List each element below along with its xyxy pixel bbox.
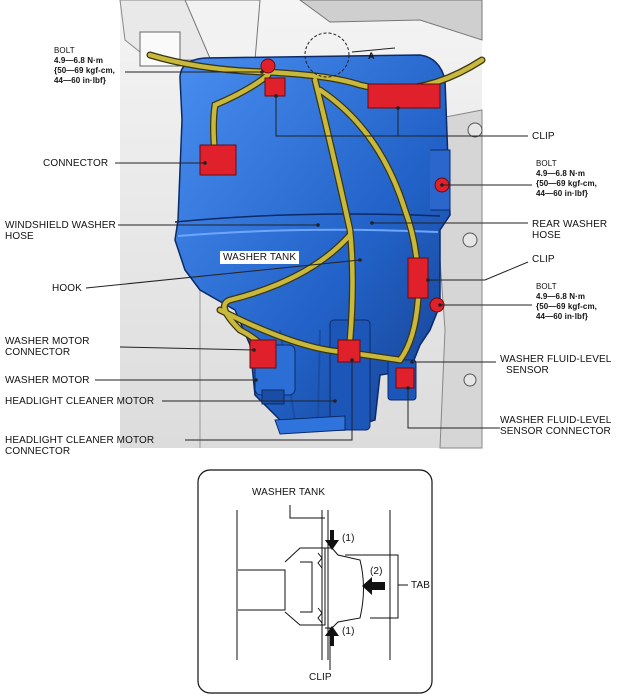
windshield-hose-line1: WINDSHIELD WASHER [5,220,116,231]
hook-label: HOOK [52,283,82,294]
fluid-sensor-connector-line2: SENSOR CONNECTOR [500,426,611,437]
harness-to-connector [211,72,271,158]
view-a-leader [351,47,396,53]
rear-hose-line2: HOSE [532,230,561,241]
arrow-1-top [325,530,339,550]
bolt-1-head [260,58,276,74]
bolt1-torque-kgf: {50—69 kgf-cm, [54,66,115,75]
body-bolt-3 [463,373,477,387]
bolt3-label-group: BOLT 4.9—6.8 N·m {50—69 kgf-cm, 44—60 in… [536,281,597,322]
bolt1-torque-nm: 4.9—6.8 N·m [54,56,104,65]
clip-top-1 [264,77,286,97]
rear-washer-hose [317,87,421,363]
bolt3-torque-lbf: 44—60 in·lbf} [536,312,588,321]
bolt2-title: BOLT [536,159,557,168]
windshield-hose-line2: HOSE [5,231,34,242]
rear-hose-line1: REAR WASHER [532,219,608,230]
detail-tab-label: TAB [411,580,431,591]
washer-motor-connector-label: WASHER MOTOR CONNECTOR [5,336,90,358]
bolt3-title: BOLT [536,282,557,291]
bolt3-torque-nm: 4.9—6.8 N·m [536,292,586,301]
bolt1-torque-lbf: 44—60 in·lbf} [54,76,106,85]
fluid-sensor-connector-body [395,367,415,389]
bolt1-title: BOLT [54,46,75,55]
connector-body [199,144,237,176]
fluid-sensor-line1: WASHER FLUID-LEVEL [500,354,612,365]
leader-lines [85,71,532,441]
fluid-sensor-line2: SENSOR [506,365,549,376]
detail-arrows [325,530,385,646]
view-a-label: A [368,51,375,61]
windshield-washer-hose [312,77,355,343]
bolt2-torque-nm: 4.9—6.8 N·m [536,169,586,178]
fluid-sensor-label: WASHER FLUID-LEVEL SENSOR [500,354,611,376]
hoses [147,52,485,363]
washer-tank-label: WASHER TANK [220,251,300,264]
detail-step2-label: (2) [370,566,383,577]
connector-label: CONNECTOR [43,158,109,169]
washer-motor-connector-line2: CONNECTOR [5,347,71,358]
bolt2-torque-kgf: {50—69 kgf-cm, [536,179,597,188]
detail-drawing [236,505,408,670]
detail-step1-top-label: (1) [342,533,355,544]
headlight-cleaner-connector-line1: HEADLIGHT CLEANER MOTOR [5,435,155,446]
clip-right [407,257,429,299]
headlight-cleaner-motor-label: HEADLIGHT CLEANER MOTOR [5,396,155,407]
detail-step1-bottom-label: (1) [342,626,355,637]
bolt1-label-group: BOLT 4.9—6.8 N·m {50—69 kgf-cm, 44—60 in… [54,45,115,86]
rear-hose-label: REAR WASHER HOSE [532,219,607,241]
headlight-cleaner-connector-body [337,339,361,363]
harness-to-motor [222,232,353,358]
windshield-hose-label: WINDSHIELD WASHER HOSE [5,220,116,242]
washer-motor-label: WASHER MOTOR [5,375,90,386]
clip-top-label: CLIP [532,131,555,142]
bolt2-torque-lbf: 44—60 in·lbf} [536,189,588,198]
detail-washer-tank-label: WASHER TANK [252,487,326,498]
washer-motor-connector-line1: WASHER MOTOR [5,336,90,347]
red-parts [199,58,450,389]
bolt2-label-group: BOLT 4.9—6.8 N·m {50—69 kgf-cm, 44—60 in… [536,158,597,199]
bolt3-torque-kgf: {50—69 kgf-cm, [536,302,597,311]
leader-dots [203,70,444,403]
body-bolt-1 [467,122,483,138]
washer-motor-outlet [261,389,285,405]
harness-clamp [367,83,441,109]
cleaner-outlet-pipe [274,415,346,435]
tank-highlight [177,228,439,237]
arrow-2 [362,577,385,595]
fluid-sensor-connector-line1: WASHER FLUID-LEVEL [500,415,612,426]
headlight-cleaner-connector-label: HEADLIGHT CLEANER MOTOR CONNECTOR [5,435,154,457]
headlight-cleaner-connector-line2: CONNECTOR [5,446,71,457]
body-panel-top [299,0,483,41]
fluid-sensor-connector-label: WASHER FLUID-LEVEL SENSOR CONNECTOR [500,415,611,437]
arrow-1-bottom [325,626,339,646]
detail-clip-label: CLIP [309,672,332,683]
view-a-circle [304,32,350,78]
clip-right-label: CLIP [532,254,555,265]
body-bolt-2 [462,232,478,248]
detail-box-frame [197,469,433,694]
washer-motor-connector-body [249,339,277,369]
